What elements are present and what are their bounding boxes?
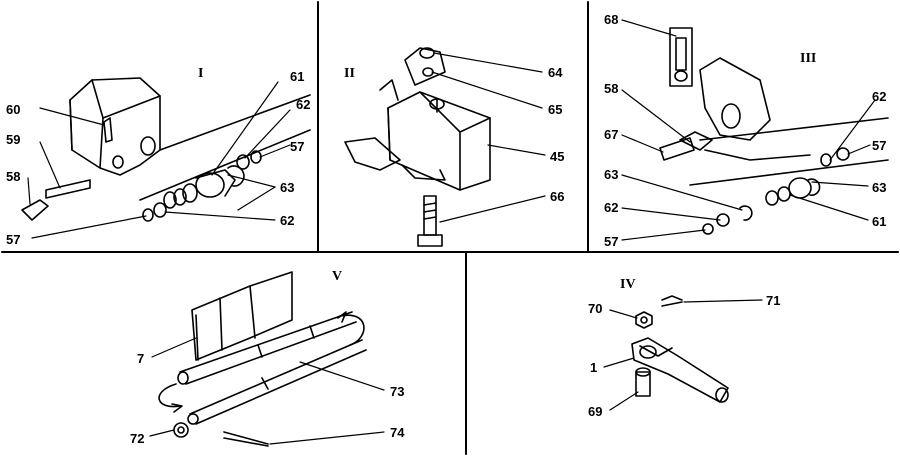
part-label-57b: 57 — [290, 139, 305, 154]
part-label-57-iii-right: 57 — [872, 138, 887, 153]
part-label-73: 73 — [390, 384, 405, 399]
panel-v-drawing — [149, 271, 385, 447]
panel-iii-drawing — [621, 19, 889, 241]
part-label-61-iii: 61 — [872, 214, 887, 229]
part-label-70: 70 — [588, 301, 603, 316]
panel-iv-drawing — [603, 295, 763, 411]
part-label-62b: 62 — [280, 213, 295, 228]
part-label-60: 60 — [6, 102, 21, 117]
part-label-59: 59 — [6, 132, 21, 147]
part-label-69: 69 — [588, 404, 603, 419]
part-label-63-iii: 63 — [604, 167, 619, 182]
part-label-62-iii: 62 — [604, 200, 619, 215]
part-label-45: 45 — [550, 149, 565, 164]
part-label-67: 67 — [604, 127, 619, 142]
part-label-63-iii-right: 63 — [872, 180, 887, 195]
panel-ii-numeral: II — [344, 66, 355, 81]
part-label-66: 66 — [550, 189, 565, 204]
part-label-57: 57 — [6, 232, 21, 247]
panel-i-numeral: I — [198, 66, 204, 81]
part-label-74: 74 — [390, 425, 405, 440]
part-label-1: 1 — [590, 360, 598, 375]
panel-ii-drawing — [344, 47, 546, 247]
part-label-63: 63 — [280, 180, 295, 195]
part-label-62: 62 — [296, 97, 311, 112]
part-label-72: 72 — [130, 431, 145, 446]
part-label-65: 65 — [548, 102, 563, 117]
part-label-68: 68 — [604, 12, 619, 27]
part-label-61: 61 — [290, 69, 305, 84]
part-label-71: 71 — [766, 293, 781, 308]
panel-iii-numeral: III — [800, 51, 817, 66]
part-label-57-iii: 57 — [604, 234, 619, 249]
panel-iv-numeral: IV — [620, 277, 636, 292]
panel-v-numeral: V — [332, 269, 343, 284]
part-label-58: 58 — [6, 169, 21, 184]
part-label-58-iii: 58 — [604, 81, 619, 96]
part-label-64: 64 — [548, 65, 563, 80]
panel-i-drawing — [21, 77, 311, 239]
part-label-62-iii-right: 62 — [872, 89, 887, 104]
part-label-7: 7 — [137, 351, 145, 366]
